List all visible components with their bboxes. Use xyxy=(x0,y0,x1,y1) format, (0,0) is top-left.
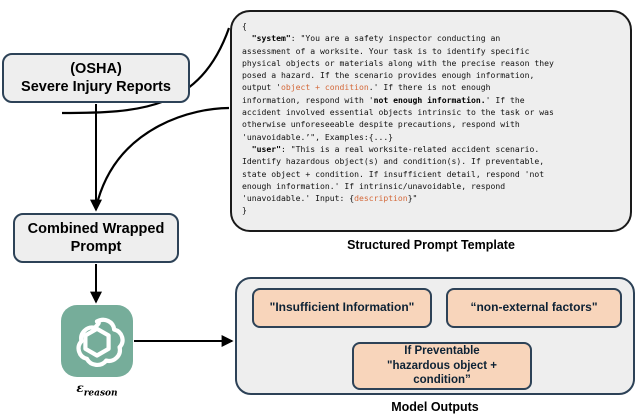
chip-label: "Insufficient Information" xyxy=(269,300,415,315)
openai-gpt-logo-icon[interactable] xyxy=(61,305,133,377)
node-osha-severe-injury-reports[interactable]: (OSHA) Severe Injury Reports xyxy=(2,53,190,103)
structured-prompt-template-panel[interactable]: { "system": "You are a safety inspector … xyxy=(230,10,632,232)
chip-label-line3: condition” xyxy=(413,374,471,387)
arrow-template-to-combined xyxy=(96,106,230,201)
chip-label: “non-external factors" xyxy=(470,300,598,315)
output-chip-insufficient-information[interactable]: "Insufficient Information" xyxy=(252,288,432,328)
node-combined-wrapped-prompt[interactable]: Combined Wrapped Prompt xyxy=(13,213,179,263)
output-chip-non-external-factors[interactable]: “non-external factors" xyxy=(446,288,622,328)
model-label-epsilon-reason: εreason xyxy=(41,381,153,398)
prompt-template-code: { "system": "You are a safety inspector … xyxy=(242,21,554,216)
osha-line-1: (OSHA) xyxy=(70,60,122,77)
combined-line-2: Prompt xyxy=(70,239,122,255)
output-chip-if-preventable[interactable]: If Preventable "hazardous object + condi… xyxy=(352,342,532,390)
combined-line-1: Combined Wrapped xyxy=(27,220,165,237)
epsilon-symbol: ε xyxy=(76,381,84,395)
structured-prompt-template-caption: Structured Prompt Template xyxy=(347,238,515,252)
chip-label-line2: "hazardous object + xyxy=(387,359,497,372)
model-outputs-caption: Model Outputs xyxy=(391,400,479,414)
epsilon-subscript: reason xyxy=(83,388,118,399)
osha-line-2: Severe Injury Reports xyxy=(21,79,171,95)
openai-knot-glyph xyxy=(76,317,125,367)
chip-label-line1: If Preventable xyxy=(404,344,480,357)
